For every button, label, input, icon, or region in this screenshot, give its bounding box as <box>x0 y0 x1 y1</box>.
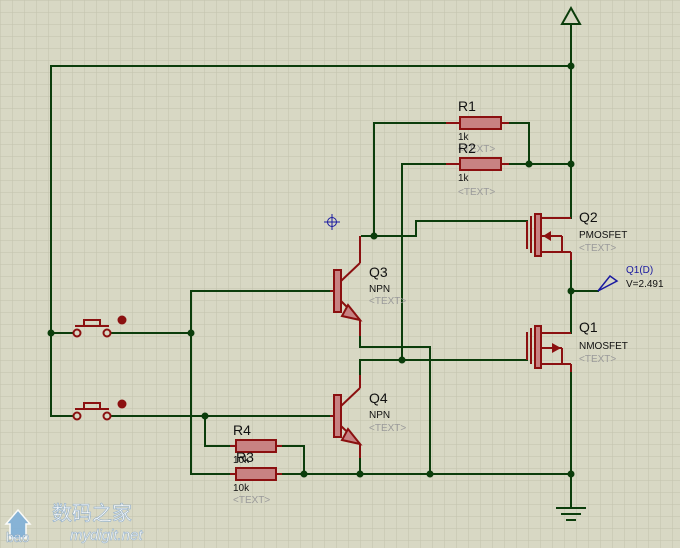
resistor-r4[interactable]: R4 10k <box>230 422 282 466</box>
r3-text-placeholder: <TEXT> <box>233 495 270 506</box>
junction <box>398 356 406 364</box>
transistor-q3[interactable]: Q3 NPN <TEXT> <box>330 236 406 336</box>
resistor-r1[interactable]: R1 1k <TEXT> <box>446 98 509 155</box>
r2-text-placeholder: <TEXT> <box>458 187 495 198</box>
junction <box>201 412 209 420</box>
emitter-arrow-icon <box>340 427 363 446</box>
junction <box>567 287 575 295</box>
junction <box>47 329 55 337</box>
voltage-probe[interactable]: Q1(D) V=2.491 <box>597 265 664 292</box>
channel-bar <box>534 325 542 369</box>
resistor-r2[interactable]: R2 1k <TEXT> <box>446 140 509 198</box>
q2-type-label: PMOSFET <box>579 230 627 241</box>
resistor-r3-body <box>235 467 277 481</box>
watermark-site-text: mydigit.net <box>70 527 143 544</box>
q3-type-label: NPN <box>369 284 390 295</box>
junction <box>300 470 308 478</box>
emitter-arrow-icon <box>340 303 363 322</box>
r1-value-label: 1k <box>458 132 470 143</box>
junction <box>426 470 434 478</box>
transistor-q4[interactable]: Q4 NPN <TEXT> <box>330 375 406 458</box>
q4-ref-label: Q4 <box>369 390 388 406</box>
r4-value-label: 10k <box>233 455 250 466</box>
probe-reading-label: V=2.491 <box>626 279 664 290</box>
watermark: bao 数码之家 mydigit.net <box>4 502 144 545</box>
q2-text-placeholder: <TEXT> <box>579 243 616 254</box>
probe-name-label: Q1(D) <box>626 265 653 276</box>
npn-base-bar <box>333 269 342 313</box>
watermark-chinese-text: 数码之家 <box>52 502 132 525</box>
q2-ref-label: Q2 <box>579 209 598 225</box>
r3-value-label: 10k <box>233 483 250 494</box>
pmos-arrow-icon <box>543 231 551 241</box>
q1-type-label: NMOSFET <box>579 341 628 352</box>
mosfet-q2[interactable]: Q2 PMOSFET <TEXT> <box>526 209 627 260</box>
crosshair-cursor-icon <box>324 214 340 230</box>
resistor-r1-body <box>459 116 502 130</box>
junction <box>525 160 533 168</box>
junction <box>567 160 575 168</box>
mosfet-q1[interactable]: Q1 NMOSFET <TEXT> <box>526 319 628 372</box>
ground-terminal[interactable] <box>556 507 586 521</box>
push-button-2[interactable] <box>72 399 127 421</box>
junction <box>567 62 575 70</box>
q1-ref-label: Q1 <box>579 319 598 335</box>
q3-ref-label: Q3 <box>369 264 388 280</box>
junction <box>187 329 195 337</box>
push-button-1[interactable] <box>72 315 127 338</box>
npn-base-bar <box>333 394 342 438</box>
resistor-r2-body <box>459 157 502 171</box>
r2-value-label: 1k <box>458 173 470 184</box>
r4-ref-label: R4 <box>233 422 251 438</box>
resistor-r3[interactable]: R3 10k <TEXT> <box>230 449 282 506</box>
vdd-terminal[interactable] <box>560 5 582 25</box>
q1-text-placeholder: <TEXT> <box>579 354 616 365</box>
junction <box>356 470 364 478</box>
q3-text-placeholder: <TEXT> <box>369 296 406 307</box>
r1-text-placeholder: <TEXT> <box>458 144 495 155</box>
nmos-arrow-icon <box>552 343 561 353</box>
wires <box>47 23 599 509</box>
probe-icon <box>597 274 619 292</box>
r1-ref-label: R1 <box>458 98 476 114</box>
r2-ref-label: R2 <box>458 140 476 156</box>
q4-type-label: NPN <box>369 410 390 421</box>
r3-ref-label: R3 <box>236 449 254 465</box>
q4-text-placeholder: <TEXT> <box>369 423 406 434</box>
power-arrow-icon <box>560 5 582 25</box>
house-logo-icon <box>4 508 32 539</box>
channel-bar <box>534 213 542 257</box>
junction <box>370 232 378 240</box>
junction <box>567 470 575 478</box>
button-actuator-icon[interactable] <box>117 399 127 409</box>
watermark-logo-text: bao <box>6 529 30 545</box>
button-actuator-icon[interactable] <box>117 315 127 325</box>
